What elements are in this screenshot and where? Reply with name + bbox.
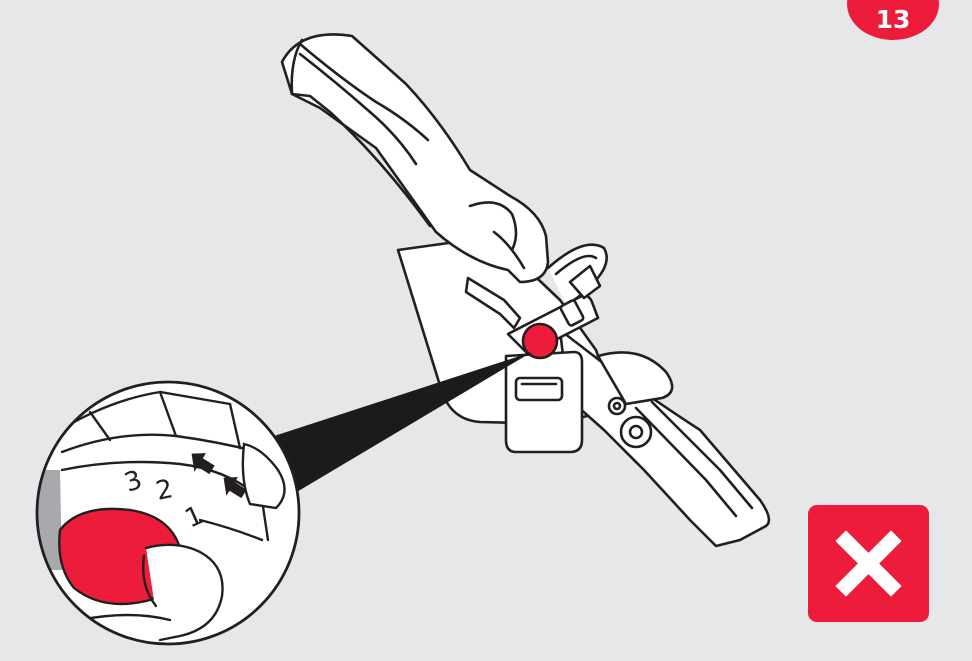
stroller-seat — [280, 33, 771, 548]
callout-wedge — [268, 352, 532, 496]
incorrect-status-badge — [808, 505, 929, 622]
release-button-marker — [521, 322, 559, 360]
magnified-detail: 3 2 1 — [35, 380, 301, 646]
arrow-icon-lower — [223, 477, 247, 499]
cross-icon — [835, 530, 902, 597]
step-number: 13 — [875, 5, 911, 34]
dial-label-2: 2 — [153, 474, 175, 507]
arrow-icon-upper — [191, 453, 215, 475]
